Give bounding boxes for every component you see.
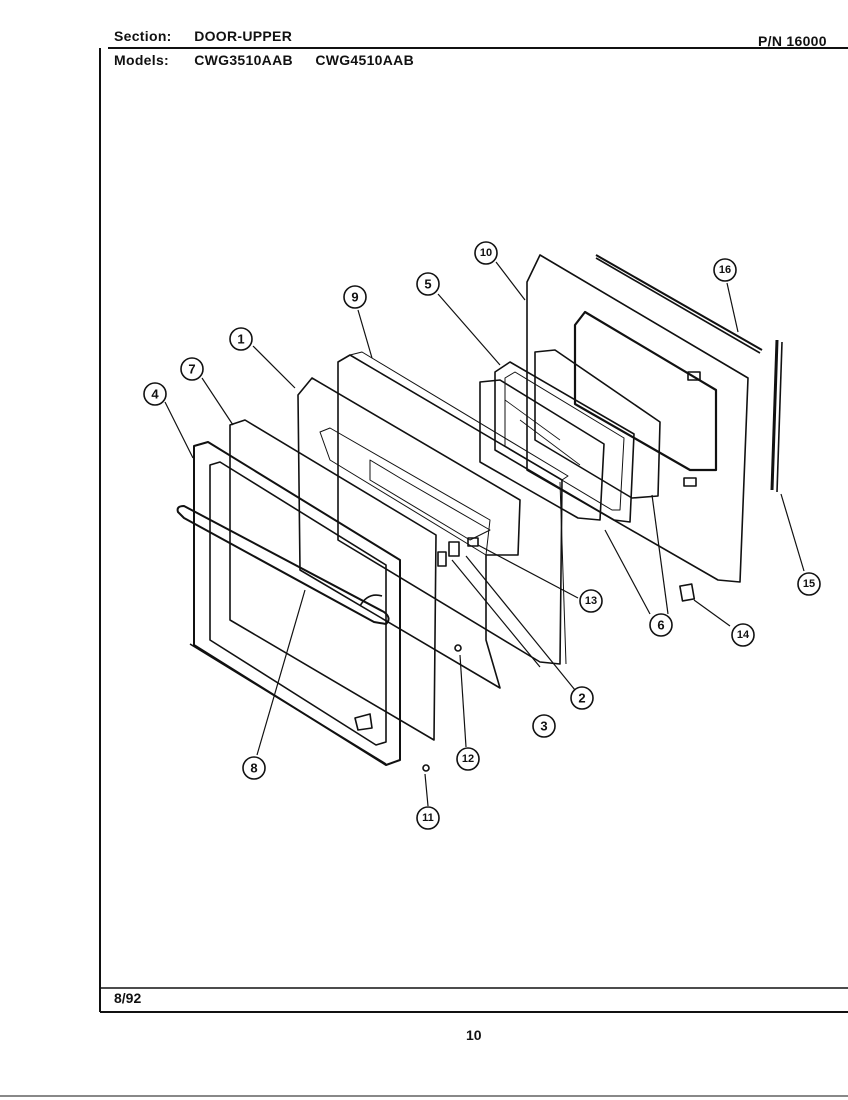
callout-16 bbox=[713, 258, 737, 282]
section-value: DOOR-UPPER bbox=[194, 28, 293, 44]
page-number: 10 bbox=[466, 1027, 482, 1043]
callout-9-label: 9 bbox=[351, 290, 358, 305]
callout-5 bbox=[416, 272, 440, 296]
models-label: Models: bbox=[114, 52, 169, 68]
part-1-baffle bbox=[297, 377, 521, 689]
callout-7 bbox=[180, 357, 204, 381]
part-number: P/N 16000 bbox=[758, 33, 827, 49]
callout-11-label: 11 bbox=[422, 812, 434, 824]
callout-14-label: 14 bbox=[737, 629, 750, 641]
part-2-hinge-bracket bbox=[448, 541, 460, 557]
callout-10-label: 10 bbox=[480, 247, 492, 259]
callout-5-label: 5 bbox=[424, 277, 431, 292]
callout-6a bbox=[649, 613, 673, 637]
section-line: Section: DOOR-UPPER bbox=[114, 28, 292, 44]
part-6-glass-rear bbox=[534, 349, 661, 499]
part-4-door-frame bbox=[189, 441, 401, 766]
part-14-clip bbox=[679, 583, 696, 602]
callout-15-label: 15 bbox=[803, 578, 815, 590]
part-15-side-strip bbox=[770, 339, 783, 493]
callout-12-label: 12 bbox=[462, 753, 474, 765]
callout-1-label: 1 bbox=[237, 332, 244, 347]
callout-6a-label: 6 bbox=[657, 618, 664, 633]
callout-16-label: 16 bbox=[719, 264, 731, 276]
callout-11 bbox=[416, 806, 440, 830]
callout-8 bbox=[242, 756, 266, 780]
part-16-rod bbox=[595, 254, 763, 354]
callout-7-label: 7 bbox=[188, 362, 195, 377]
part-9-door-liner bbox=[337, 351, 569, 665]
callout-14 bbox=[731, 623, 755, 647]
callout-4 bbox=[143, 382, 167, 406]
models-line: Models: CWG3510AAB CWG4510AAB bbox=[114, 52, 414, 68]
model-1: CWG3510AAB bbox=[194, 52, 293, 68]
callout-9 bbox=[343, 285, 367, 309]
revision-date: 8/92 bbox=[114, 990, 142, 1006]
part-3-hinge-clip bbox=[437, 551, 447, 567]
callout-2 bbox=[570, 686, 594, 710]
callout-10 bbox=[474, 241, 498, 265]
part-12-screw bbox=[454, 644, 462, 652]
callout-12 bbox=[456, 747, 480, 771]
part-7-outer-glass bbox=[229, 419, 437, 741]
leader-lines bbox=[164, 261, 805, 807]
callout-2-label: 2 bbox=[578, 691, 585, 706]
part-10-inner-door-panel bbox=[526, 254, 749, 583]
part-6-glass-front bbox=[479, 379, 605, 521]
callout-1 bbox=[229, 327, 253, 351]
callout-3 bbox=[532, 714, 556, 738]
part-11-screw bbox=[422, 764, 430, 772]
callout-8-label: 8 bbox=[250, 761, 257, 776]
callout-3-label: 3 bbox=[540, 719, 547, 734]
part-8-handle bbox=[176, 505, 390, 625]
callout-13 bbox=[579, 589, 603, 613]
callout-4-label: 4 bbox=[151, 387, 159, 402]
callout-13-label: 13 bbox=[585, 595, 597, 607]
model-2: CWG4510AAB bbox=[315, 52, 415, 68]
callout-15 bbox=[797, 572, 821, 596]
section-label: Section: bbox=[114, 28, 172, 44]
part-13-bracket bbox=[467, 537, 479, 547]
